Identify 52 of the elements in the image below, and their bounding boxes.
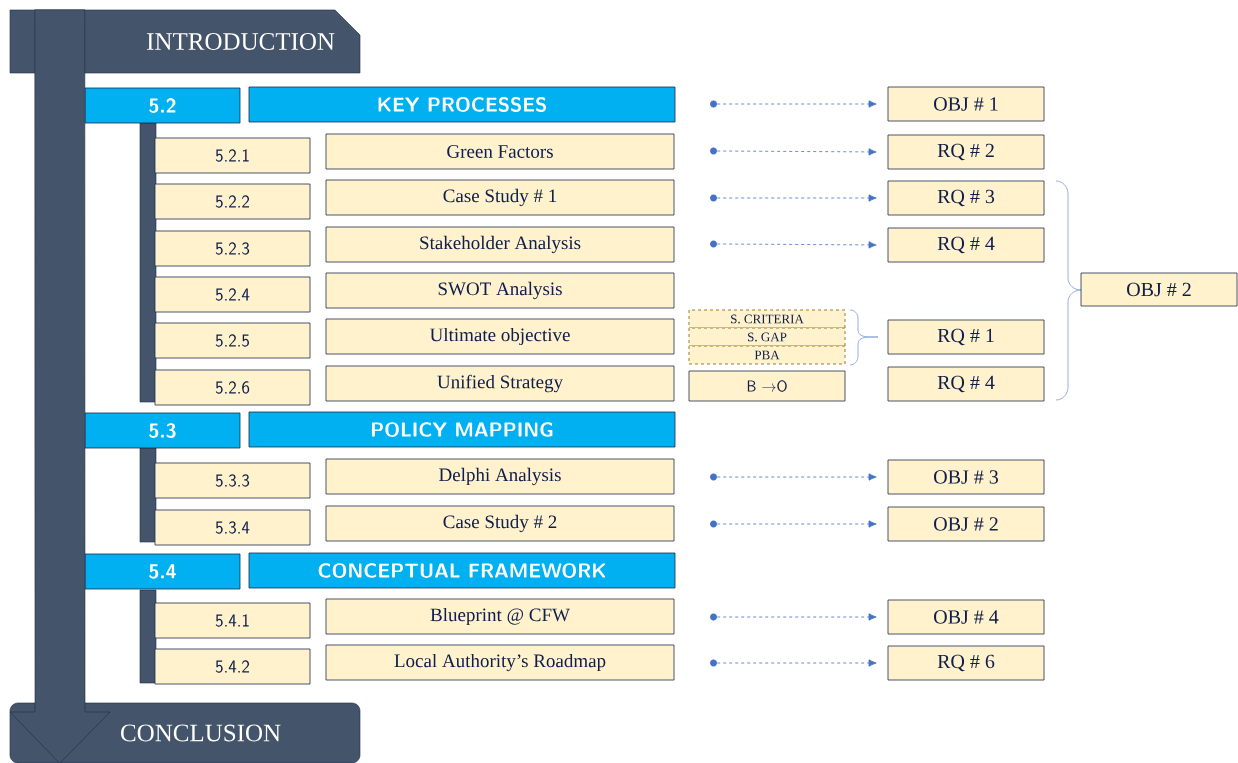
objective-box: OBJ # 3 (887, 459, 1045, 495)
subsection-title-box: Blueprint @ CFW (325, 598, 675, 635)
sidebar (139, 122, 157, 403)
subsection-number-box: 5.2.6 (154, 369, 311, 406)
section-number-box: 5.2 (84, 87, 241, 124)
objective-box: RQ # 4 (887, 366, 1045, 402)
objective-box: OBJ # 2 (1080, 272, 1238, 307)
sidebar (139, 589, 157, 684)
objective-box: RQ # 1 (887, 319, 1045, 355)
subsection-number-box: 5.2.1 (154, 137, 311, 174)
section-title-box: POLICY MAPPING (248, 411, 676, 448)
criteria-box: S. GAP (688, 327, 846, 347)
subsection-title-box: Ultimate objective (325, 318, 675, 355)
section-title-box: CONCEPTUAL FRAMEWORK (248, 552, 676, 589)
section-number-box: 5.4 (84, 553, 241, 590)
subsection-number-box: 5.2.4 (154, 276, 311, 313)
arrow (9, 9, 111, 763)
subsection-number-box: 5.3.3 (154, 462, 311, 499)
subsection-title-box: Delphi Analysis (325, 458, 675, 495)
criteria-box: PBA (688, 345, 846, 365)
outcome-box: B →O (688, 370, 846, 402)
subsection-title-box: Local Authority’s Roadmap (325, 644, 675, 681)
section-number-box: 5.3 (84, 412, 241, 449)
objective-box: RQ # 2 (887, 134, 1045, 170)
objective-box: RQ # 4 (887, 227, 1045, 263)
subsection-title-box: Stakeholder Analysis (325, 226, 675, 263)
subsection-title-box: Case Study # 2 (325, 505, 675, 542)
criteria-box: S. CRITERIA (688, 309, 846, 329)
subsection-title-box: Green Factors (325, 133, 675, 170)
objective-box: RQ # 6 (887, 645, 1045, 681)
objective-box: OBJ # 1 (887, 86, 1045, 122)
arrow (716, 241, 877, 249)
arrow (716, 520, 877, 528)
objective-box: OBJ # 2 (887, 506, 1045, 542)
subsection-number-box: 5.2.2 (154, 183, 311, 220)
arrow (716, 100, 877, 108)
subsection-title-box: Case Study # 1 (325, 179, 675, 216)
objective-box: RQ # 3 (887, 180, 1045, 216)
objective-box: OBJ # 4 (887, 599, 1045, 635)
arrow (716, 194, 877, 202)
section-title-box: KEY PROCESSES (248, 86, 676, 123)
arrow (716, 148, 877, 156)
subsection-title-box: Unified Strategy (325, 365, 675, 402)
subsection-number-box: 5.4.2 (154, 648, 311, 685)
arrow (716, 473, 877, 481)
subsection-title-box: SWOT Analysis (325, 272, 675, 309)
subsection-number-box: 5.3.4 (154, 509, 311, 546)
subsection-number-box: 5.2.3 (154, 230, 311, 267)
subsection-number-box: 5.4.1 (154, 602, 311, 639)
arrow (716, 659, 877, 667)
arrow (716, 613, 877, 621)
subsection-number-box: 5.2.5 (154, 322, 311, 359)
